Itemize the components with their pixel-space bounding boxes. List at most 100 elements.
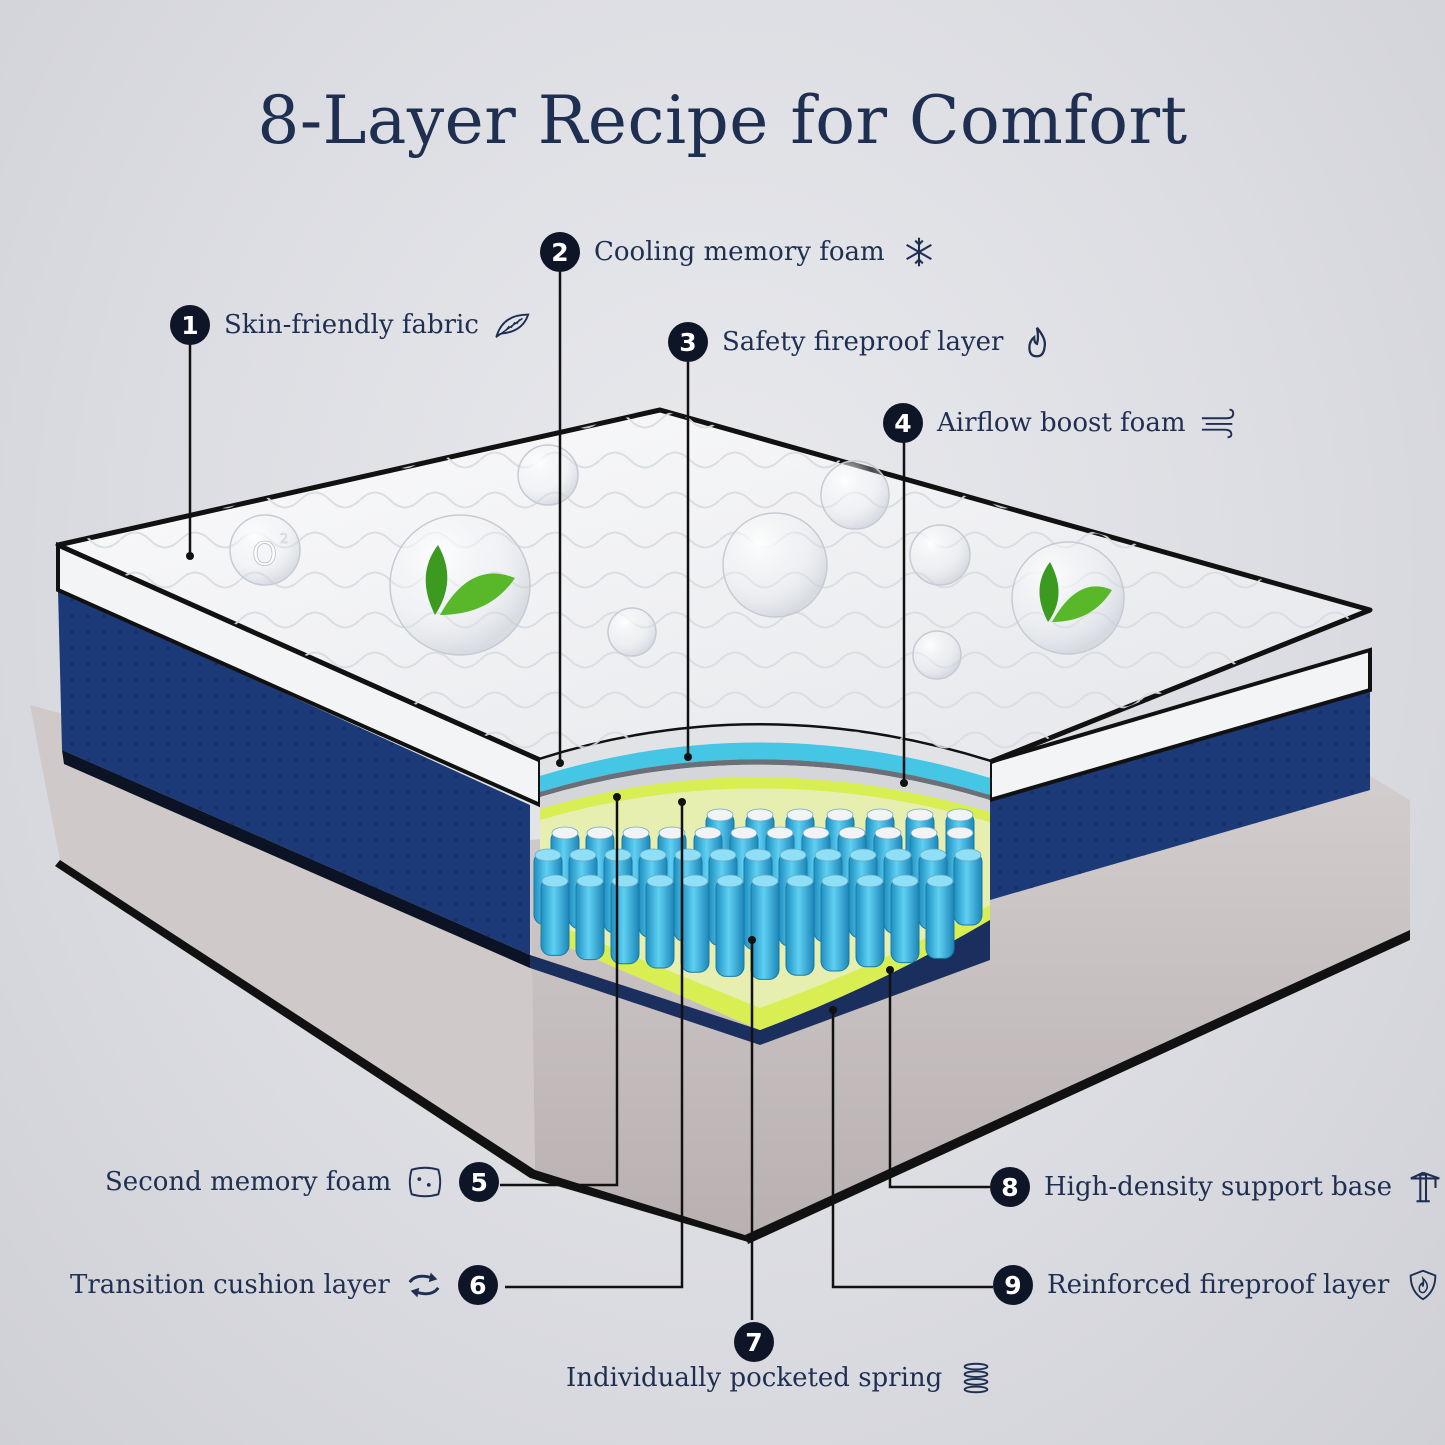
layer-number-badge: 6 [457, 1265, 498, 1305]
layer-number-badge: 8 [990, 1167, 1030, 1207]
spring-pocket-top [786, 808, 814, 822]
spring-pocket-top [906, 808, 934, 822]
leaf-icon [425, 545, 515, 615]
spring-pocket-top [910, 826, 938, 840]
spring-pocket [855, 877, 885, 968]
cycle-arrows-icon [404, 1267, 444, 1303]
spring-pocket-top [802, 826, 830, 840]
spring-pocket-top [674, 848, 702, 862]
callout-cooling-memory-foam: 2 Cooling memory foam [540, 232, 939, 272]
spring-pocket [925, 877, 955, 959]
layer-label: Safety fireproof layer [722, 327, 1004, 357]
mattress-side-panels [58, 590, 1370, 1045]
spring-pocket-top [849, 848, 877, 862]
spring-pocket [645, 877, 675, 969]
spring-pocket-top [706, 808, 734, 822]
layer-number-badge: 4 [883, 403, 923, 443]
spring-pocket-top [746, 808, 774, 822]
spring-pocket-top [569, 848, 597, 862]
spring-pocket [680, 877, 710, 973]
layer-label: Reinforced fireproof layer [1047, 1270, 1390, 1300]
layer-label: Individually pocketed spring [566, 1363, 943, 1393]
o2-subscript: 2 [280, 532, 288, 547]
leaf-icon [1039, 562, 1112, 622]
spring-pocket [540, 877, 570, 956]
spring-pocket-top [576, 874, 604, 888]
spring-pocket-top [551, 826, 579, 840]
decor-bubbles [229, 444, 1125, 680]
layer-number-badge: 5 [459, 1162, 500, 1202]
callout-airflow-boost-foam: 4 Airflow boost foam [883, 403, 1239, 443]
spring-pocket [820, 877, 850, 972]
spring-pocket-top [779, 848, 807, 862]
spring-pocket-top [646, 874, 674, 888]
spring-pocket-top [838, 826, 866, 840]
spring-pocket-top [766, 826, 794, 840]
spring-pocket-top [744, 848, 772, 862]
sponge-icon [405, 1164, 445, 1200]
spring-pocket-top [884, 848, 912, 862]
spring-pocket-top [891, 874, 919, 888]
quilted-top-surface [55, 407, 1373, 765]
spring-pocket [750, 877, 780, 980]
wind-icon [1199, 405, 1239, 441]
spring-pocket-top [622, 826, 650, 840]
spring-pocket-top [681, 874, 709, 888]
spring-pocket-top [926, 874, 954, 888]
pocketed-springs [533, 808, 983, 980]
spring-pocket-top [826, 808, 854, 822]
callout-second-memory-foam: Second memory foam 5 [105, 1162, 500, 1202]
spring-pocket-top [786, 874, 814, 888]
spring-pocket-top [716, 874, 744, 888]
spring-pocket-top [534, 848, 562, 862]
spring-pocket-top [709, 848, 737, 862]
page-title: 8-Layer Recipe for Comfort [257, 82, 1188, 159]
snowflake-icon [899, 234, 939, 270]
layer-number-badge: 3 [668, 322, 708, 362]
coil-spring-icon [956, 1360, 996, 1396]
layer-label: Second memory foam [105, 1167, 392, 1197]
spring-pocket-top [856, 874, 884, 888]
layer-number-badge: 7 [734, 1322, 774, 1362]
spring-pocket [610, 877, 640, 965]
spring-pocket-top [611, 874, 639, 888]
feather-icon [493, 307, 533, 343]
layer-number-badge: 2 [540, 232, 580, 272]
spring-pocket [575, 877, 605, 961]
spring-pocket-top [866, 808, 894, 822]
spring-pocket-top [730, 826, 758, 840]
callout-transition-cushion-layer: Transition cushion layer 6 [70, 1265, 498, 1305]
callout-pocketed-spring-badge-wrap: 7 [734, 1322, 774, 1362]
spring-pocket-top [874, 826, 902, 840]
leader-line-dots [186, 552, 908, 1014]
layer-label: Airflow boost foam [937, 408, 1186, 438]
spring-pocket-top [821, 874, 849, 888]
flame-icon [1017, 324, 1057, 360]
layer-label: High-density support base [1044, 1172, 1393, 1202]
spring-pocket-top [541, 874, 569, 888]
spring-pocket [890, 877, 920, 964]
spring-pocket-top [946, 826, 974, 840]
crane-icon [1406, 1169, 1445, 1205]
spring-pocket-top [946, 808, 974, 822]
layer-number-badge: 9 [993, 1265, 1033, 1305]
callout-safety-fireproof-layer: 3 Safety fireproof layer [668, 322, 1057, 362]
shield-flame-icon [1403, 1267, 1443, 1303]
layer-label: Transition cushion layer [70, 1270, 390, 1300]
leader-lines [188, 272, 993, 1320]
spring-pocket-top [586, 826, 614, 840]
layer-label: Cooling memory foam [594, 237, 885, 267]
spring-pocket-top [694, 826, 722, 840]
spring-pocket-top [954, 848, 982, 862]
callout-reinforced-fireproof-layer: 9 Reinforced fireproof layer [993, 1265, 1443, 1305]
callout-high-density-support-base: 8 High-density support base [990, 1167, 1445, 1207]
spring-pocket-top [751, 874, 779, 888]
spring-pocket [715, 877, 745, 977]
spring-pocket-top [919, 848, 947, 862]
spring-pocket [785, 877, 815, 976]
spring-pocket-top [814, 848, 842, 862]
callout-skin-friendly-fabric: 1 Skin-friendly fabric [170, 305, 533, 345]
layer-number-badge: 1 [170, 305, 210, 345]
